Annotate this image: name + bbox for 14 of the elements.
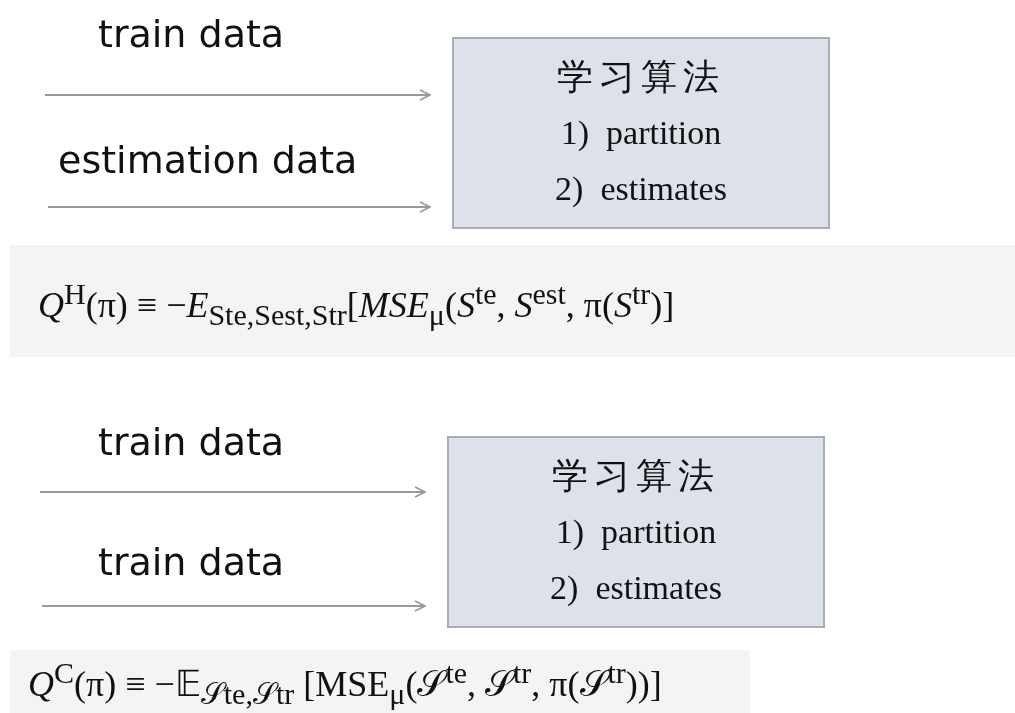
arrow: [41, 600, 426, 612]
arrow: [39, 486, 426, 498]
process-box: [447, 436, 825, 628]
list-item: 2) estimates: [550, 568, 722, 608]
formula: Q$^{H}$(π) ≡ −E$_{Ste,Sest,Str}$[MSE$_{μ}$(S$^{te}$, S$^{est}$, π(S$^{tr}$)]: [10, 245, 1015, 357]
process-box: [452, 37, 830, 229]
arrow: [44, 89, 431, 101]
list-item: 1) partition: [555, 512, 717, 552]
list-item: 2) estimates: [555, 169, 727, 209]
box-heading: 学习算法: [557, 56, 725, 99]
formula: Q$^{C}$(π) ≡ −𝔼$_{𝒮te,𝒮tr}$ [MSE$_{μ}$(𝒮$^{te}$, 𝒮$^{tr}$, π(𝒮$^{tr}$))]: [10, 650, 750, 713]
list-item: 1) partition: [560, 113, 722, 153]
arrow: [47, 201, 431, 213]
box-heading: 学习算法: [552, 455, 720, 498]
